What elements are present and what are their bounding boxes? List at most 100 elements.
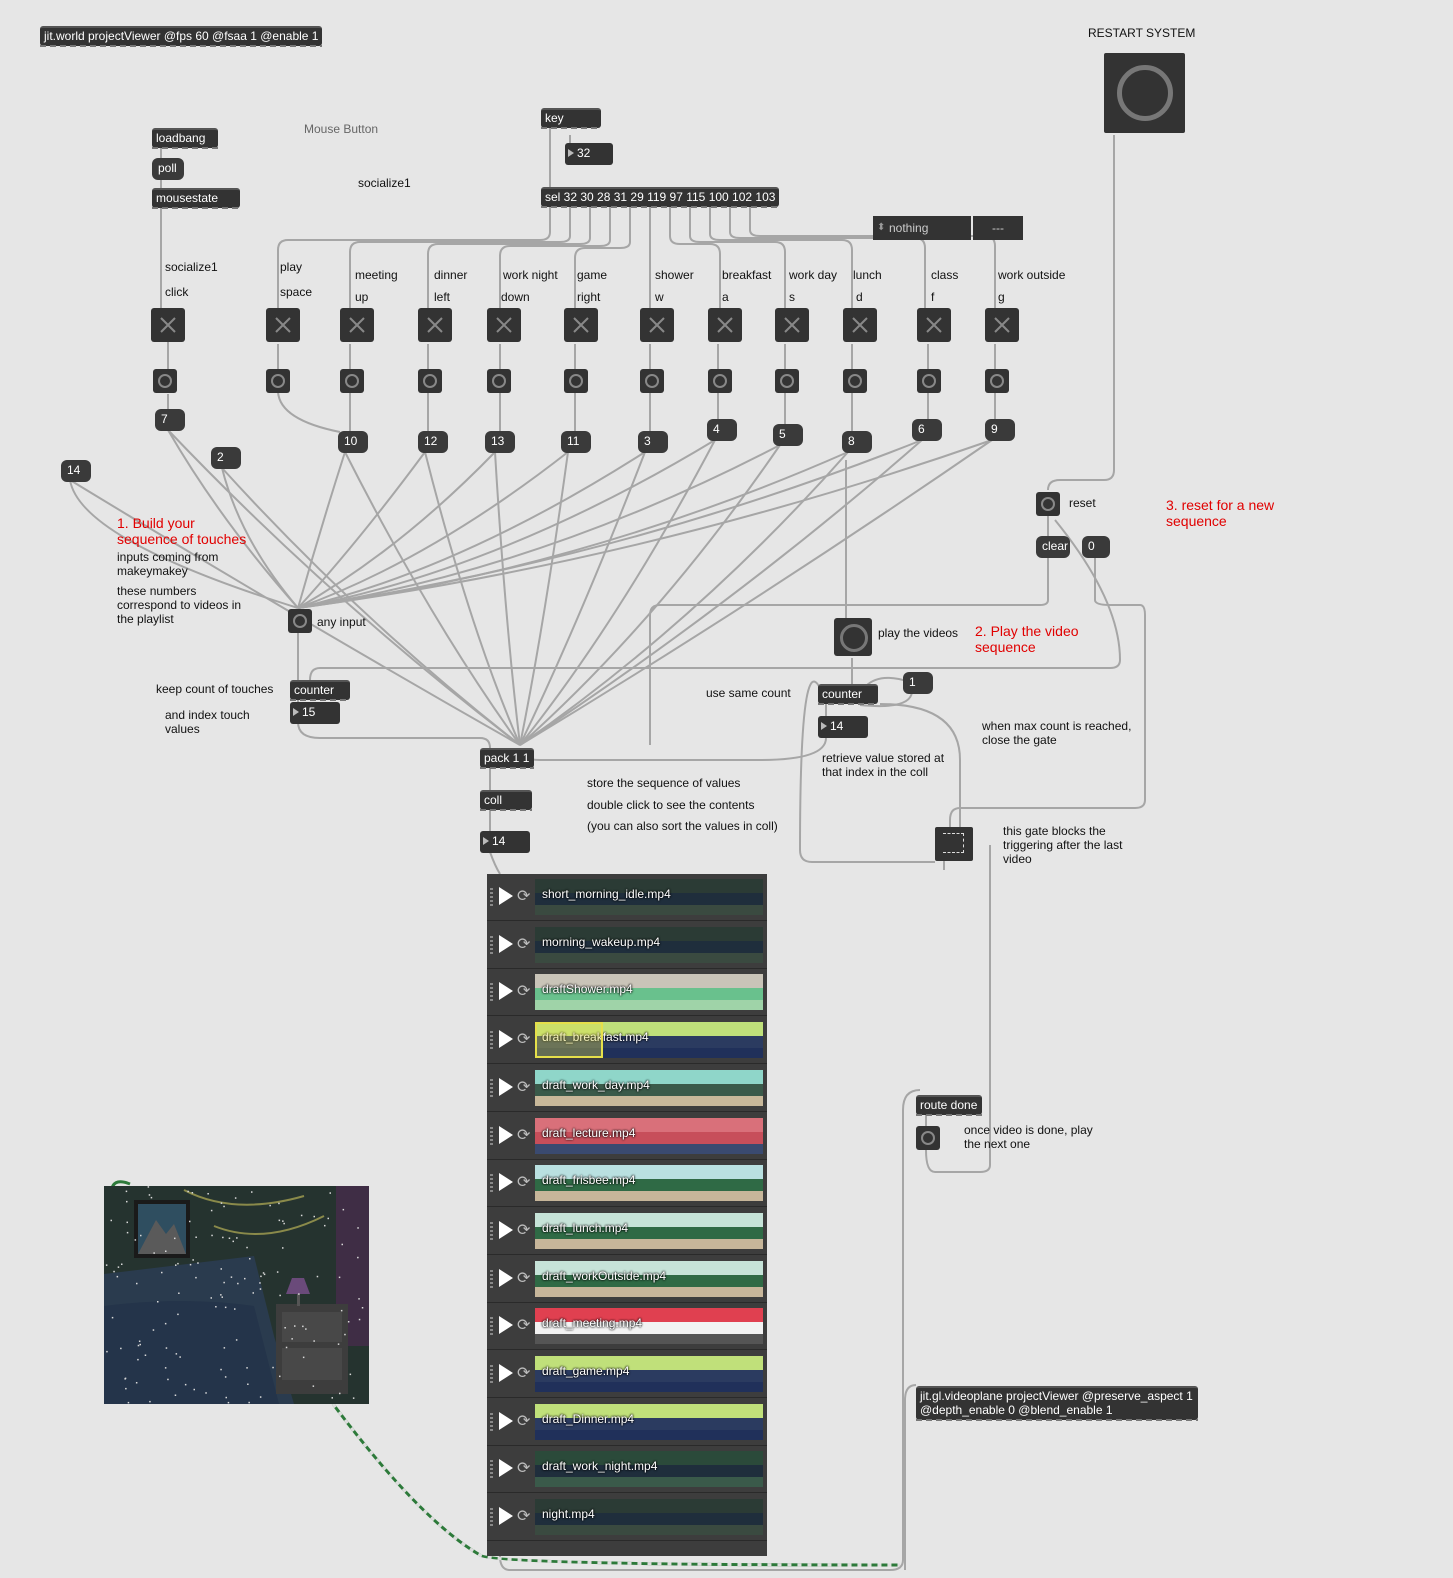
play-videos-bang[interactable] bbox=[834, 618, 872, 656]
bang-work-day[interactable] bbox=[775, 369, 799, 393]
index-message[interactable]: 10 bbox=[338, 431, 368, 453]
toggle-socialize[interactable] bbox=[151, 308, 185, 342]
drag-handle-icon[interactable] bbox=[490, 1269, 493, 1288]
key-number-box[interactable]: 32 bbox=[565, 143, 613, 165]
coll-number-box[interactable]: 14 bbox=[480, 831, 530, 853]
loop-icon[interactable]: ⟳ bbox=[517, 1174, 531, 1192]
bang-lunch[interactable] bbox=[843, 369, 867, 393]
toggle-dinner[interactable] bbox=[418, 308, 452, 342]
index-message[interactable]: 11 bbox=[561, 431, 591, 453]
bang-socialize[interactable] bbox=[153, 369, 177, 393]
toggle-shower[interactable] bbox=[640, 308, 674, 342]
index-message[interactable]: 7 bbox=[155, 409, 185, 431]
pack-object[interactable]: pack 1 1 bbox=[480, 748, 534, 769]
index-message[interactable]: 5 bbox=[773, 424, 803, 446]
playlist-item[interactable]: ⟳morning_wakeup.mp4 bbox=[487, 922, 767, 969]
loop-icon[interactable]: ⟳ bbox=[517, 1078, 531, 1096]
play-icon[interactable] bbox=[499, 1364, 513, 1382]
index-message[interactable]: 8 bbox=[842, 431, 872, 453]
bang-work-night[interactable] bbox=[487, 369, 511, 393]
counter-object[interactable]: counter bbox=[290, 680, 350, 701]
play-icon[interactable] bbox=[499, 1268, 513, 1287]
index-message[interactable]: 13 bbox=[485, 431, 515, 453]
toggle-work-outside[interactable] bbox=[985, 308, 1019, 342]
loop-icon[interactable]: ⟳ bbox=[517, 1126, 531, 1144]
umenu-secondary[interactable]: --- bbox=[973, 216, 1023, 240]
playlist-item[interactable]: ⟳draft_workOutside.mp4 bbox=[487, 1256, 767, 1303]
playlist-item[interactable]: ⟳draft_Dinner.mp4 bbox=[487, 1399, 767, 1446]
drag-handle-icon[interactable] bbox=[490, 1221, 493, 1240]
play-icon[interactable] bbox=[499, 887, 513, 905]
one-message[interactable]: 1 bbox=[903, 672, 933, 694]
sel-object[interactable]: sel 32 30 28 31 29 119 97 115 100 102 10… bbox=[541, 187, 779, 208]
bang-shower[interactable] bbox=[640, 369, 664, 393]
play-icon[interactable] bbox=[499, 1220, 513, 1239]
drag-handle-icon[interactable] bbox=[490, 935, 493, 954]
zero-message[interactable]: 0 bbox=[1082, 536, 1110, 558]
loop-icon[interactable]: ⟳ bbox=[517, 1365, 531, 1382]
counter-number-box[interactable]: 15 bbox=[290, 702, 340, 724]
drag-handle-icon[interactable] bbox=[490, 1174, 493, 1193]
key-object[interactable]: key bbox=[541, 108, 601, 129]
loop-icon[interactable]: ⟳ bbox=[517, 1269, 531, 1287]
index-message[interactable]: 4 bbox=[707, 419, 737, 441]
drag-handle-icon[interactable] bbox=[490, 1412, 493, 1431]
umenu-dropdown[interactable]: nothing bbox=[873, 216, 971, 240]
playback-number-box[interactable]: 14 bbox=[818, 716, 868, 738]
toggle-meeting[interactable] bbox=[340, 308, 374, 342]
playlist-item[interactable]: ⟳night.mp4 bbox=[487, 1494, 767, 1542]
playlist-item[interactable]: ⟳draftShower.mp4 bbox=[487, 969, 767, 1017]
index-message-14[interactable]: 14 bbox=[61, 460, 91, 482]
restart-button[interactable] bbox=[1104, 53, 1185, 133]
drag-handle-icon[interactable] bbox=[490, 1031, 493, 1050]
toggle-work-night[interactable] bbox=[487, 308, 521, 342]
loop-icon[interactable]: ⟳ bbox=[517, 888, 531, 905]
play-icon[interactable] bbox=[499, 1411, 513, 1430]
loop-icon[interactable]: ⟳ bbox=[517, 1460, 531, 1478]
coll-object[interactable]: coll bbox=[480, 790, 532, 811]
toggle-play[interactable] bbox=[266, 308, 300, 342]
bang-class[interactable] bbox=[917, 369, 941, 393]
mousestate-object[interactable]: mousestate bbox=[152, 188, 240, 209]
playlist-item[interactable]: ⟳draft_frisbee.mp4 bbox=[487, 1160, 767, 1208]
gate-object[interactable] bbox=[935, 827, 973, 861]
playlist-item[interactable]: ⟳short_morning_idle.mp4 bbox=[487, 874, 767, 921]
playlist-item[interactable]: ⟳draft_breakfast.mp4 bbox=[487, 1017, 767, 1065]
toggle-game[interactable] bbox=[564, 308, 598, 342]
play-icon[interactable] bbox=[499, 934, 513, 953]
play-icon[interactable] bbox=[499, 1316, 513, 1335]
playlist-item[interactable]: ⟳draft_lunch.mp4 bbox=[487, 1208, 767, 1255]
toggle-breakfast[interactable] bbox=[708, 308, 742, 342]
play-icon[interactable] bbox=[499, 1077, 513, 1096]
index-message[interactable]: 6 bbox=[912, 419, 942, 441]
playlist-item[interactable]: ⟳draft_work_day.mp4 bbox=[487, 1065, 767, 1112]
playlist-item[interactable]: ⟳draft_meeting.mp4 bbox=[487, 1303, 767, 1351]
clear-message[interactable]: clear bbox=[1036, 536, 1070, 558]
play-icon[interactable] bbox=[499, 982, 513, 1001]
drag-handle-icon[interactable] bbox=[490, 1126, 493, 1145]
jit-world-object[interactable]: jit.world projectViewer @fps 60 @fsaa 1 … bbox=[40, 26, 322, 47]
playlist[interactable]: ⟳short_morning_idle.mp4⟳morning_wakeup.m… bbox=[487, 874, 767, 1556]
any-input-bang[interactable] bbox=[288, 609, 312, 633]
loop-icon[interactable]: ⟳ bbox=[517, 1317, 531, 1335]
reset-bang[interactable] bbox=[1036, 492, 1060, 516]
drag-handle-icon[interactable] bbox=[490, 888, 493, 906]
drag-handle-icon[interactable] bbox=[490, 983, 493, 1002]
playlist-item[interactable]: ⟳draft_game.mp4 bbox=[487, 1351, 767, 1398]
loop-icon[interactable]: ⟳ bbox=[517, 983, 531, 1001]
loop-icon[interactable]: ⟳ bbox=[517, 935, 531, 953]
drag-handle-icon[interactable] bbox=[490, 1460, 493, 1479]
next-video-bang[interactable] bbox=[916, 1126, 940, 1150]
play-icon[interactable] bbox=[499, 1459, 513, 1478]
drag-handle-icon[interactable] bbox=[490, 1078, 493, 1097]
playlist-item[interactable]: ⟳draft_lecture.mp4 bbox=[487, 1113, 767, 1160]
index-message[interactable]: 2 bbox=[211, 447, 241, 469]
index-message[interactable]: 12 bbox=[418, 431, 448, 453]
toggle-work-day[interactable] bbox=[775, 308, 809, 342]
videoplane-object[interactable]: jit.gl.videoplane projectViewer @preserv… bbox=[916, 1386, 1198, 1421]
play-icon[interactable] bbox=[499, 1125, 513, 1144]
loop-icon[interactable]: ⟳ bbox=[517, 1412, 531, 1430]
counter-playback-object[interactable]: counter bbox=[818, 684, 878, 705]
bang-breakfast[interactable] bbox=[708, 369, 732, 393]
bang-work-outside[interactable] bbox=[985, 369, 1009, 393]
